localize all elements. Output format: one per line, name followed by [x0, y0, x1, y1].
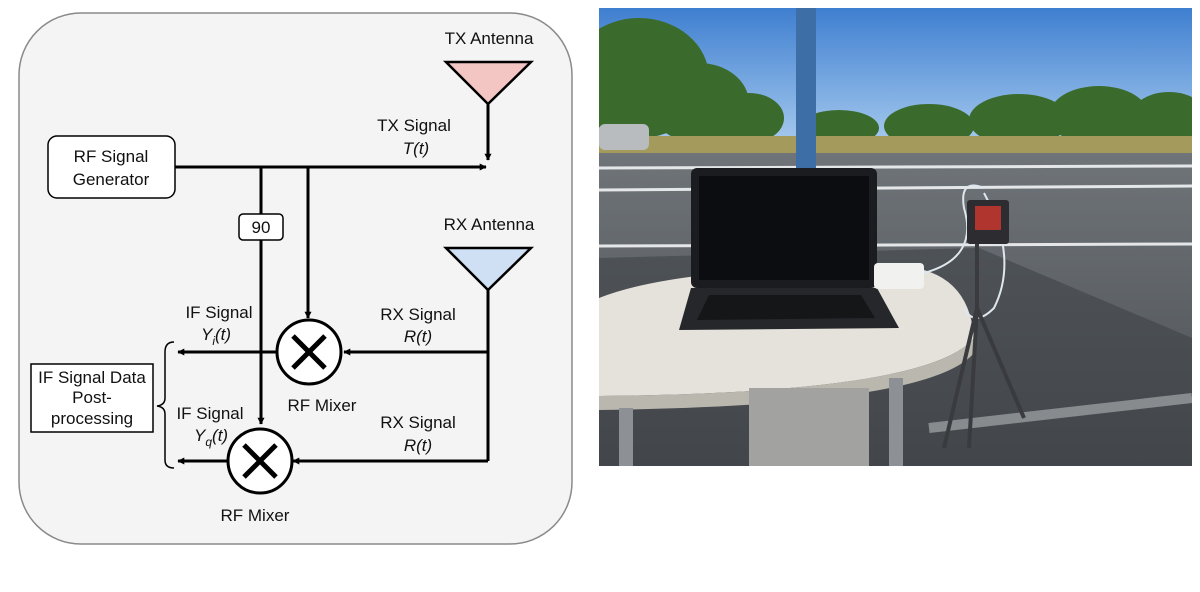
rf-mixer-top-icon — [275, 318, 343, 386]
power-bank — [874, 263, 924, 289]
signal-wires — [175, 104, 492, 465]
postprocessing-line3: processing — [51, 409, 133, 428]
table-leg-left — [619, 408, 633, 466]
postprocessing-box — [30, 363, 154, 433]
if-signal-func-top-sub: i — [212, 334, 215, 348]
if-signal-func-top-arg: (t) — [215, 325, 231, 344]
rx-antenna-label: RX Antenna — [444, 215, 535, 234]
postprocessing-line2: Post- — [72, 388, 112, 407]
rf-mixer-bottom-icon — [226, 427, 294, 495]
parked-car — [599, 124, 649, 150]
table-leg-right — [889, 378, 903, 466]
rf-mixer-top-label: RF Mixer — [288, 396, 357, 415]
if-signal-func-top: Yi(t) — [201, 325, 231, 348]
radar-board — [967, 200, 1009, 244]
rf-generator-label-line2: Generator — [73, 170, 150, 189]
rx-signal-label-bottom: RX Signal — [380, 413, 456, 432]
if-signal-func-bottom-sub: q — [205, 435, 212, 449]
tx-antenna-icon — [442, 60, 535, 106]
if-signal-func-top-base: Y — [201, 325, 214, 344]
rx-signal-label-top: RX Signal — [380, 305, 456, 324]
postprocessing-line1: IF Signal Data — [38, 368, 146, 387]
tx-signal-func: T(t) — [403, 139, 429, 158]
grass-strip — [599, 136, 1192, 156]
if-signal-func-bottom-base: Y — [194, 426, 207, 445]
radar-block-diagram: TX Antenna RX Antenna RF Signal Generato… — [18, 12, 573, 545]
laptop — [679, 168, 899, 330]
postprocessing-brace — [156, 341, 175, 469]
trees — [599, 18, 1192, 148]
if-signal-func-bottom: Yq(t) — [194, 426, 228, 449]
phase-shifter-label: 90 — [252, 218, 271, 237]
rx-antenna-icon — [442, 246, 535, 292]
if-signal-func-bottom-arg: (t) — [212, 426, 228, 445]
tx-signal-label: TX Signal — [377, 116, 451, 135]
tripod — [942, 244, 1026, 449]
metal-pole — [796, 8, 816, 168]
cable — [923, 184, 985, 274]
tx-antenna-label: TX Antenna — [445, 29, 534, 48]
concrete-block — [749, 388, 869, 466]
if-signal-label-top: IF Signal — [185, 303, 252, 322]
setup-photo-illustration — [599, 8, 1192, 466]
if-signal-label-bottom: IF Signal — [176, 404, 243, 423]
rf-mixer-bottom-label: RF Mixer — [221, 506, 290, 525]
rx-signal-func-top: R(t) — [404, 327, 432, 346]
phase-shifter-box — [238, 213, 284, 241]
rf-generator-label-line1: RF Signal — [74, 147, 149, 166]
setup-photo — [599, 8, 1192, 466]
rx-signal-func-bottom: R(t) — [404, 436, 432, 455]
